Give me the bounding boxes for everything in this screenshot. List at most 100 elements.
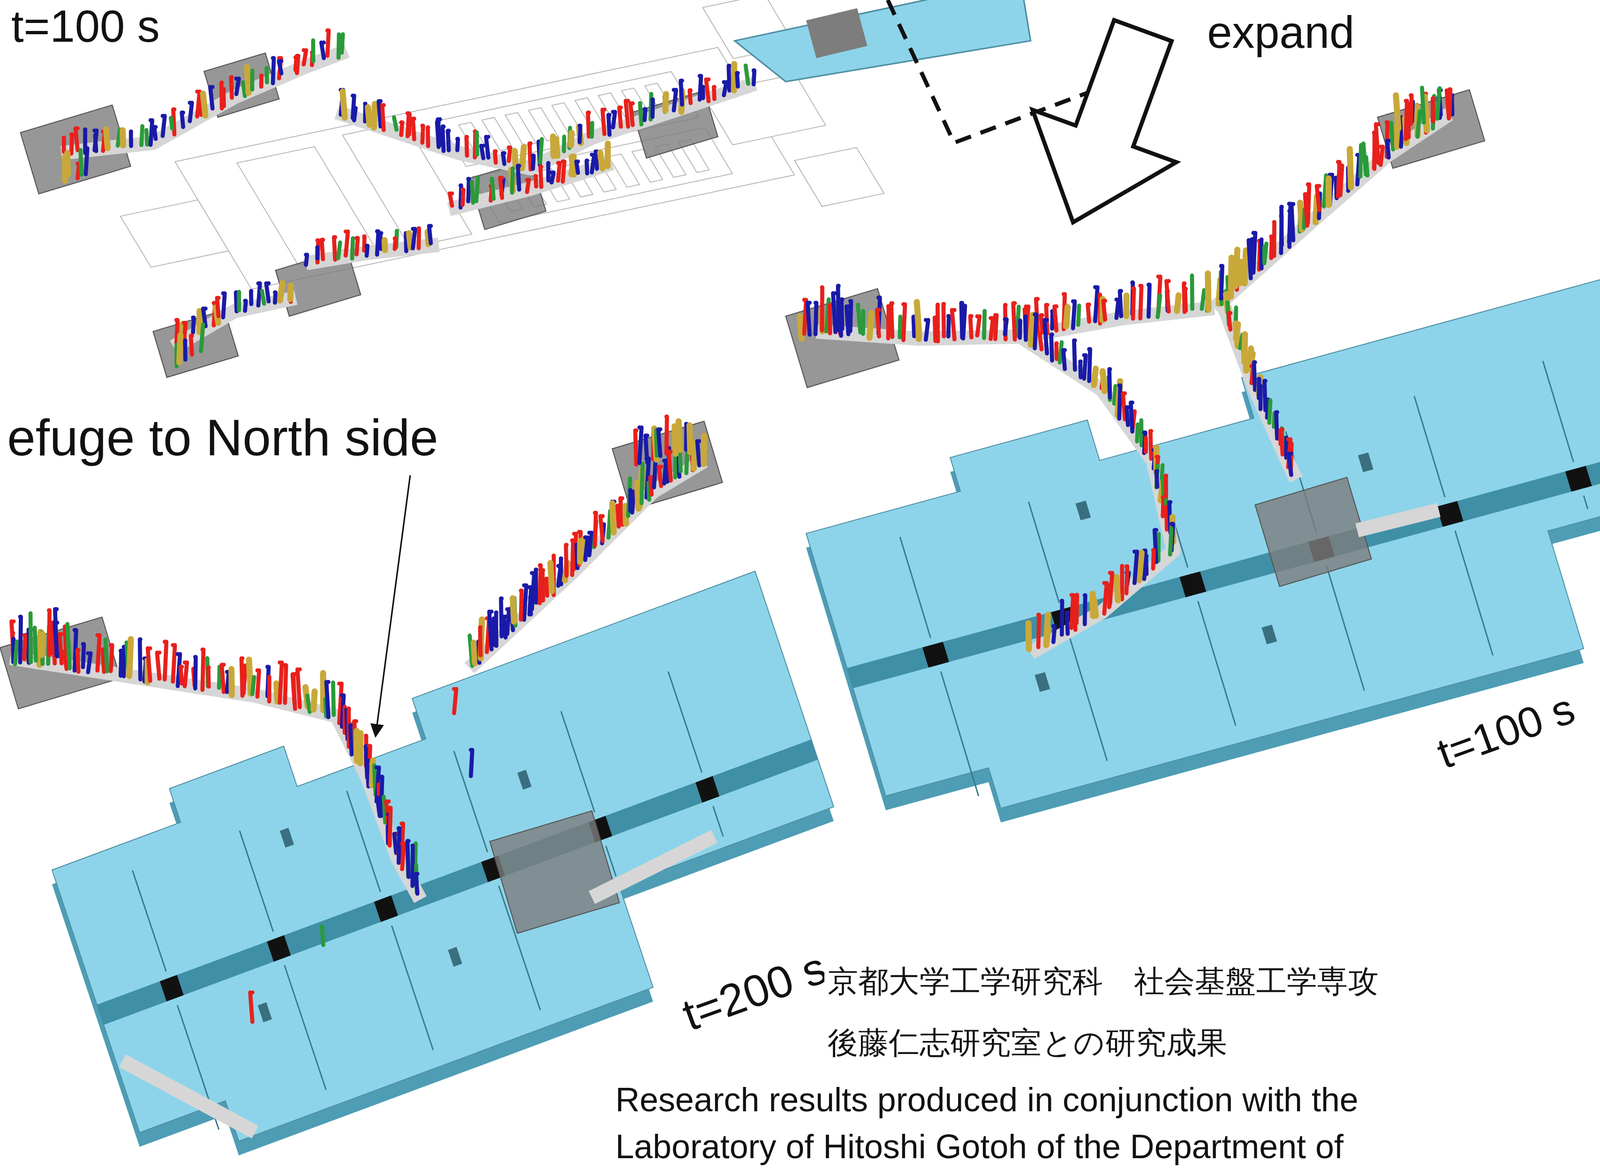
pedestrian-head bbox=[840, 297, 845, 302]
pedestrian bbox=[841, 299, 843, 329]
pedestrian bbox=[477, 627, 483, 656]
pedestrian-head bbox=[203, 306, 208, 311]
pedestrian-group bbox=[469, 435, 705, 666]
pedestrian bbox=[585, 537, 588, 560]
wall bbox=[1326, 566, 1365, 691]
pedestrian-head bbox=[229, 75, 234, 80]
pedestrian-head bbox=[1049, 332, 1055, 337]
pedestrian-head bbox=[1062, 347, 1067, 353]
pedestrian-head bbox=[160, 113, 166, 119]
pedestrian bbox=[20, 616, 22, 663]
column bbox=[1075, 500, 1092, 521]
wall bbox=[1455, 530, 1494, 656]
pedestrian bbox=[1094, 286, 1098, 322]
pedestrian bbox=[1059, 600, 1065, 635]
pedestrian bbox=[1366, 157, 1368, 176]
pedestrian bbox=[1235, 323, 1238, 347]
pedestrian-head bbox=[22, 633, 27, 638]
pedestrian-group bbox=[249, 990, 255, 1022]
pedestrian-head bbox=[564, 543, 569, 548]
pedestrian bbox=[296, 55, 299, 74]
column bbox=[279, 827, 295, 848]
plan-room bbox=[120, 199, 229, 268]
pedestrian-head bbox=[658, 427, 663, 432]
pedestrian bbox=[995, 315, 997, 340]
pedestrian-head bbox=[190, 315, 196, 320]
pedestrian-head bbox=[1376, 122, 1381, 127]
pedestrian bbox=[1156, 465, 1158, 488]
pedestrian bbox=[1078, 361, 1083, 378]
pedestrian bbox=[1157, 295, 1161, 317]
floor-level bbox=[795, 265, 1600, 852]
pedestrian-head bbox=[701, 84, 706, 90]
pedestrian-head bbox=[153, 125, 159, 130]
pedestrian bbox=[338, 242, 340, 259]
pedestrian bbox=[1449, 89, 1451, 117]
pedestrian-head bbox=[1305, 182, 1311, 187]
pedestrian-head bbox=[988, 316, 993, 321]
callout-label: efuge to North side bbox=[4, 410, 442, 467]
stairway bbox=[10, 657, 421, 900]
pedestrian bbox=[570, 132, 572, 146]
pedestrian-head bbox=[1149, 429, 1154, 434]
pedestrian-head bbox=[1082, 593, 1087, 598]
pedestrian bbox=[231, 77, 233, 99]
pedestrian-head bbox=[527, 585, 532, 590]
pedestrian-head bbox=[620, 496, 625, 501]
pedestrian bbox=[272, 58, 274, 84]
pedestrian bbox=[899, 316, 901, 338]
pedestrian bbox=[1349, 149, 1351, 188]
pedestrian-group bbox=[303, 224, 433, 265]
pedestrian-head bbox=[1151, 548, 1156, 553]
pedestrian bbox=[1430, 98, 1436, 122]
pedestrian-head bbox=[602, 107, 607, 113]
pedestrian bbox=[1140, 286, 1142, 319]
pedestrian-head bbox=[618, 105, 624, 110]
pedestrian-head bbox=[1124, 564, 1129, 569]
pedestrian-head bbox=[494, 610, 499, 615]
pedestrian bbox=[1078, 305, 1080, 325]
leader-line bbox=[375, 475, 411, 737]
pedestrian-head bbox=[265, 664, 270, 670]
pedestrian-head bbox=[528, 141, 533, 146]
pedestrian-head bbox=[549, 170, 554, 175]
pedestrian bbox=[377, 231, 379, 255]
pedestrian-head bbox=[1132, 549, 1137, 554]
pedestrian-head bbox=[11, 619, 16, 624]
pedestrian bbox=[1119, 385, 1121, 419]
pedestrian-head bbox=[1259, 237, 1264, 242]
pedestrian bbox=[1271, 236, 1272, 258]
pedestrian bbox=[579, 125, 581, 143]
wall bbox=[899, 536, 931, 638]
pedestrian bbox=[350, 724, 352, 755]
pedestrian-head bbox=[1122, 391, 1127, 396]
pedestrian bbox=[807, 302, 810, 335]
pedestrian-head bbox=[489, 609, 494, 614]
pedestrian bbox=[164, 641, 167, 680]
pedestrian-head bbox=[499, 175, 505, 181]
pedestrian bbox=[415, 874, 418, 894]
pedestrian-head bbox=[952, 308, 957, 313]
pedestrian-head bbox=[1040, 313, 1045, 318]
pedestrian-head bbox=[83, 146, 88, 151]
pedestrian bbox=[297, 669, 300, 708]
pedestrian bbox=[466, 136, 468, 156]
pedestrian bbox=[1071, 595, 1074, 628]
pedestrian-head bbox=[221, 87, 227, 92]
pedestrian bbox=[447, 130, 449, 151]
landing bbox=[489, 810, 619, 934]
pedestrian-head bbox=[1039, 330, 1044, 335]
pedestrian bbox=[521, 146, 524, 169]
pedestrian-head bbox=[1061, 292, 1066, 297]
pedestrian bbox=[326, 681, 329, 717]
pedestrian-head bbox=[583, 535, 588, 540]
pedestrian-head bbox=[876, 295, 881, 300]
pedestrian-head bbox=[250, 990, 255, 995]
pedestrian bbox=[1253, 362, 1255, 390]
corridor-band bbox=[846, 433, 1600, 688]
stairway bbox=[469, 460, 704, 669]
pedestrian-head bbox=[530, 153, 536, 159]
pedestrian-head bbox=[211, 301, 217, 306]
pedestrian-head bbox=[11, 631, 16, 636]
pedestrian bbox=[1340, 165, 1343, 196]
